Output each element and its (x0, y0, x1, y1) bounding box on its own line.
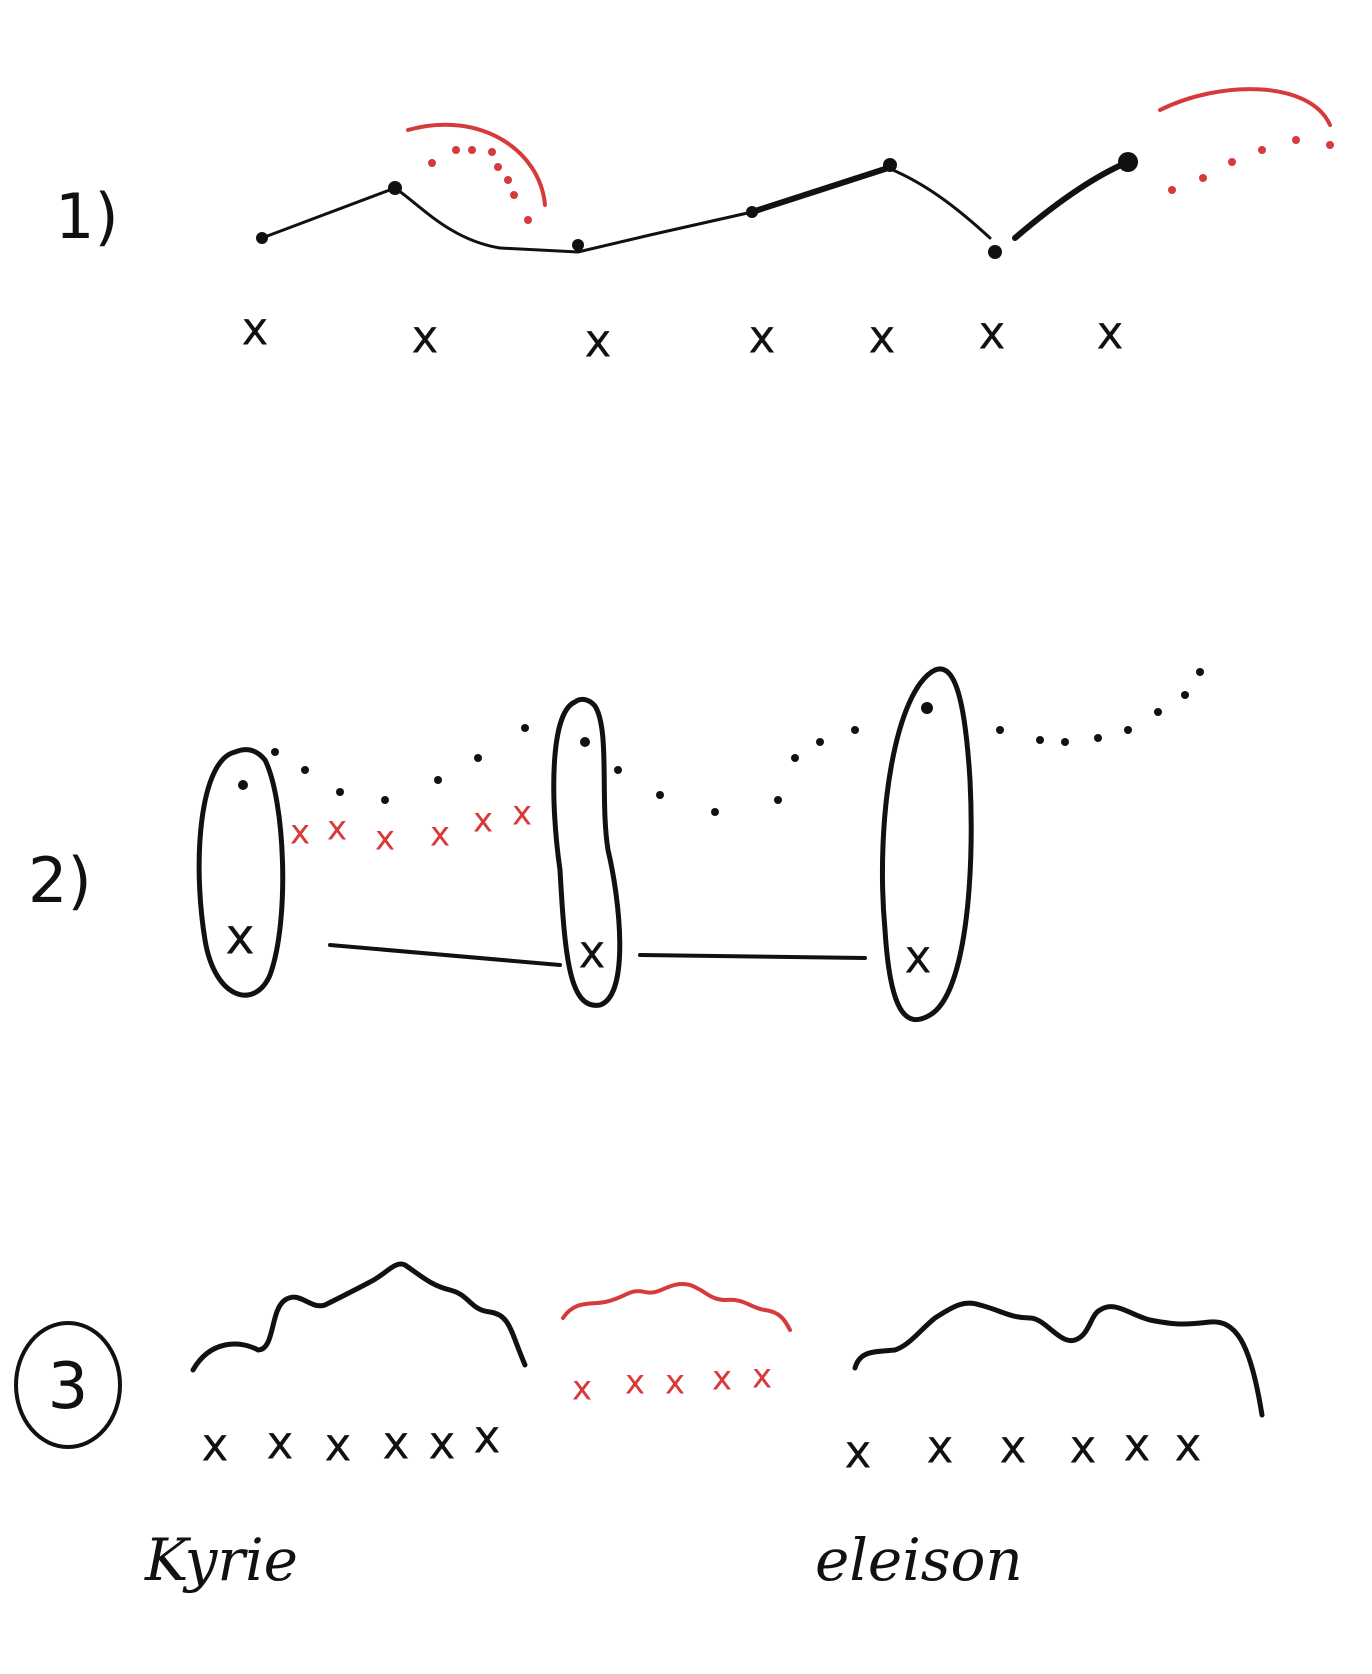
x-mark: x (844, 1425, 871, 1479)
lyric-kyrie: Kyrie (144, 1526, 298, 1594)
syllable-marks-eleison: x x x x x x (844, 1418, 1201, 1479)
contour-eleison (852, 1300, 1265, 1418)
melisma-marks-red-3: x x x x x (572, 1357, 772, 1409)
x-mark: x (241, 302, 268, 356)
dotted-contour (238, 668, 1204, 816)
x-mark: x (430, 815, 450, 855)
syllable-marks-2: x x x (225, 908, 931, 984)
ornament-1 (406, 122, 547, 224)
x-mark: x (473, 801, 493, 841)
x-mark: x (578, 925, 605, 979)
x-mark: x (926, 1420, 953, 1474)
melisma-marks-red: x x x x x x (290, 794, 532, 859)
x-mark: x (904, 930, 931, 984)
section-2: 2) x x x x x x (28, 666, 1204, 1022)
x-mark: x (572, 1369, 592, 1409)
x-mark: x (473, 1410, 500, 1464)
x-mark: x (625, 1363, 645, 1403)
x-mark: x (752, 1357, 772, 1397)
x-mark: x (1174, 1418, 1201, 1472)
section-2-label: 2) (28, 844, 92, 917)
x-mark: x (266, 1416, 293, 1470)
x-mark: x (225, 908, 255, 966)
connector-lines (328, 943, 867, 967)
x-mark: x (999, 1420, 1026, 1474)
section-1: 1) (55, 87, 1334, 368)
x-mark: x (584, 314, 611, 368)
x-mark: x (748, 310, 775, 364)
x-mark: x (428, 1416, 455, 1470)
section-1-label: 1) (55, 180, 119, 253)
x-mark: x (327, 809, 347, 849)
note-points-1 (256, 152, 1138, 259)
x-mark: x (1123, 1418, 1150, 1472)
section-3-circle (14, 1321, 122, 1449)
x-mark: x (324, 1418, 351, 1472)
x-mark: x (290, 813, 310, 853)
x-mark: x (512, 794, 532, 834)
x-mark: x (1069, 1420, 1096, 1474)
x-mark: x (712, 1359, 732, 1399)
x-mark: x (201, 1418, 228, 1472)
x-mark: x (1096, 306, 1123, 360)
contour-kyrie (190, 1261, 528, 1373)
section-3: 3 x x x x x x x x x x x x x x x x x (14, 1261, 1265, 1594)
syllable-marks-1: x x x x x x x (241, 302, 1123, 368)
syllable-marks-kyrie: x x x x x x (201, 1410, 500, 1472)
x-mark: x (411, 310, 438, 364)
x-mark: x (978, 306, 1005, 360)
x-mark: x (665, 1363, 685, 1403)
x-mark: x (868, 310, 895, 364)
lyric-eleison: eleison (815, 1526, 1023, 1594)
ornament-2 (1158, 87, 1334, 194)
x-mark: x (382, 1416, 409, 1470)
contour-red (561, 1282, 792, 1332)
x-mark: x (375, 819, 395, 859)
section-3-label: 3 (48, 1350, 89, 1424)
encircled-groups (196, 666, 974, 1022)
melodic-line-1 (260, 160, 1130, 254)
